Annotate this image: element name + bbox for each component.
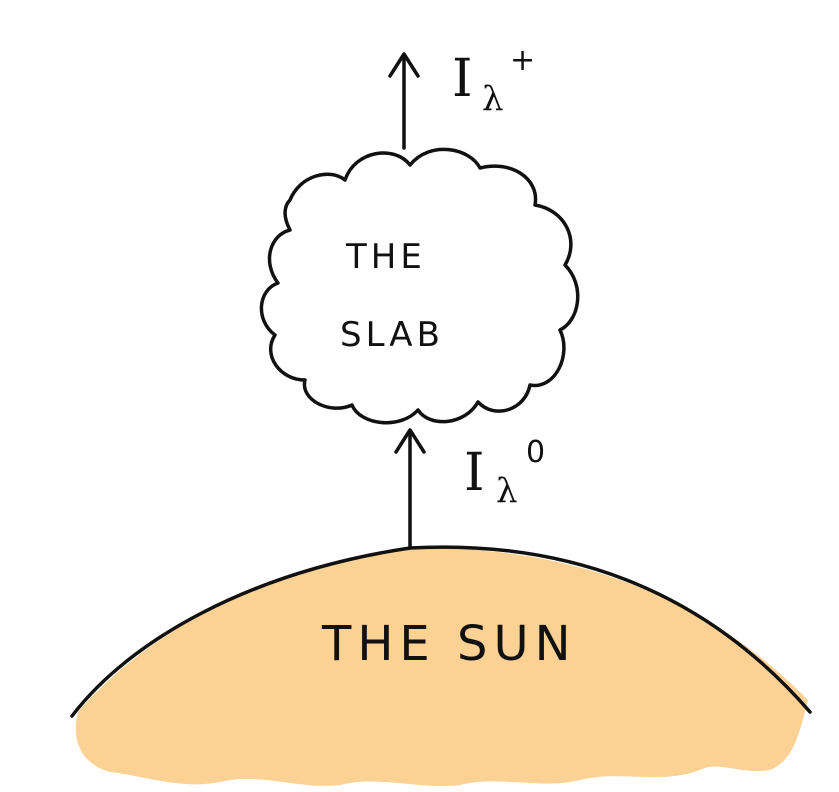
bottom-intensity-symbol: I (464, 443, 485, 503)
slab-label-line2: SLAB (340, 315, 444, 355)
incoming-arrow-head (394, 428, 426, 454)
top-intensity-subscript: λ (482, 79, 504, 119)
bottom-intensity-superscript: 0 (526, 435, 545, 470)
top-intensity-superscript: + (510, 43, 535, 78)
outgoing-arrow-head (388, 52, 420, 78)
slab-label-line1: THE (345, 237, 426, 277)
sun-label: THE SUN (321, 616, 577, 672)
sun-fill (75, 547, 809, 787)
bottom-intensity-label: I λ 0 (464, 435, 545, 511)
slab-cloud (259, 147, 580, 425)
bottom-intensity-subscript: λ (496, 471, 518, 511)
top-intensity-label: I λ + (452, 43, 535, 119)
top-intensity-symbol: I (452, 49, 473, 109)
